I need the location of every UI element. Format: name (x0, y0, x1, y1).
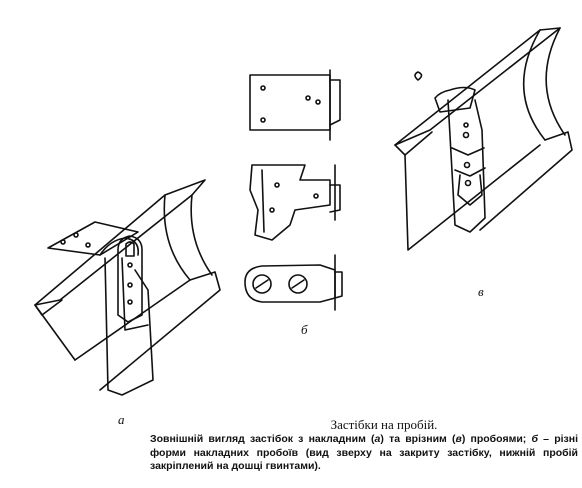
label-v: в (478, 284, 484, 299)
figure-v-chest-mortise (394, 27, 573, 251)
caption: Застібки на пробій. Зовнішній вигляд зас… (150, 418, 578, 474)
caption-body: Зовнішній вигляд застібок з накладним (а… (150, 433, 579, 472)
figure-a-chest-hasp (34, 179, 221, 396)
label-b: б (301, 322, 308, 337)
figure-b-staple-variants (244, 69, 343, 311)
label-a: а (118, 412, 125, 427)
caption-title: Застібки на пробій. (330, 417, 438, 432)
